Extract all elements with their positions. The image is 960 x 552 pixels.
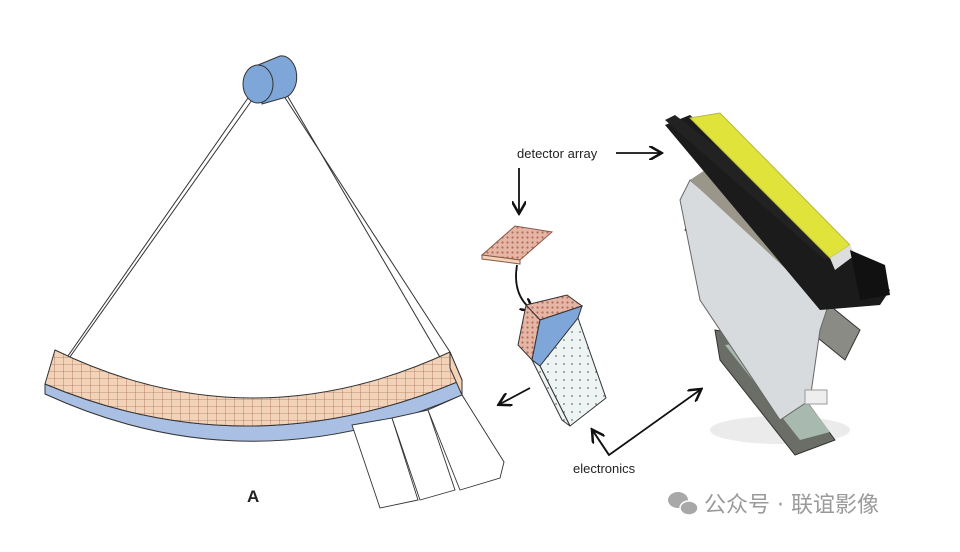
detector-module-block xyxy=(517,294,607,427)
wechat-icon xyxy=(668,492,699,516)
arrow-tile-to-block xyxy=(515,264,532,310)
panel-label: A xyxy=(247,487,259,506)
detector-array-label: detector array xyxy=(517,146,598,161)
detector-tile xyxy=(480,225,554,265)
watermark: 公众号 · 联谊影像 xyxy=(668,492,879,518)
electronics-label: electronics xyxy=(573,461,636,476)
xray-tube xyxy=(242,55,298,105)
detector-modules xyxy=(351,394,505,509)
arrow-electronics xyxy=(590,390,700,457)
detector-module-photo xyxy=(665,112,890,456)
arrow-block-to-arc xyxy=(500,387,531,404)
watermark-text: 公众号 · 联谊影像 xyxy=(704,493,879,518)
